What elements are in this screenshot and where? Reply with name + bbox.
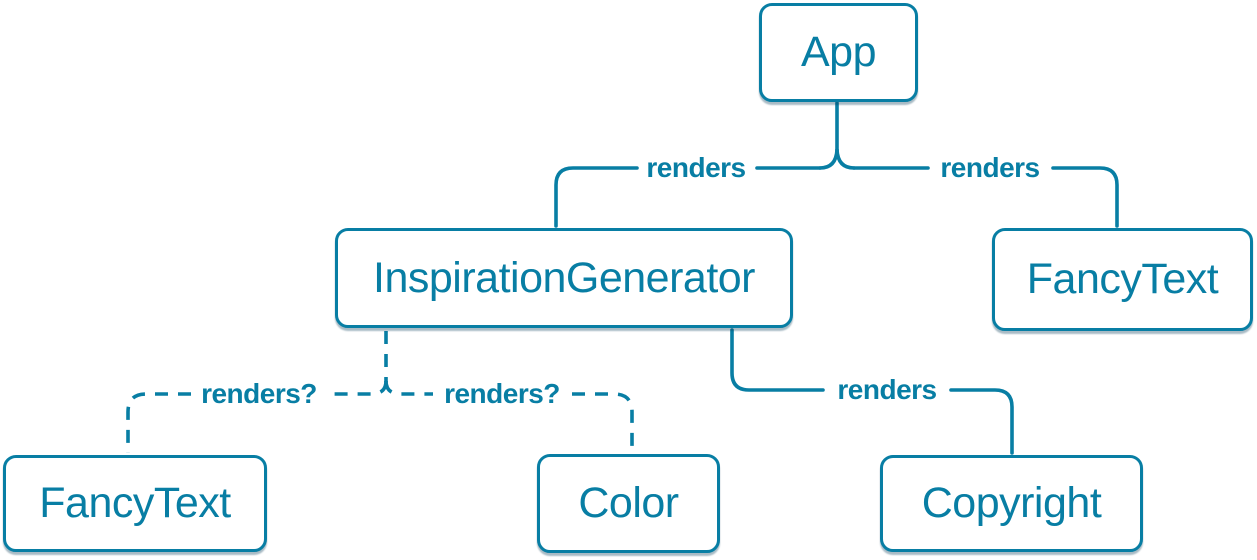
- node-copyright: Copyright: [880, 455, 1143, 552]
- edge-label-inspirationgenerator-to-copyright: renders: [837, 374, 937, 405]
- node-inspiration-generator-label: InspirationGenerator: [373, 253, 756, 302]
- edge-inspirationgenerator-to-copyright-left: [730, 328, 825, 392]
- node-fancy-text-top: FancyText: [992, 228, 1253, 331]
- edge-app-junction-left: [818, 148, 839, 170]
- edge-app-junction-right: [835, 148, 856, 170]
- node-fancy-text-bottom-label: FancyText: [39, 479, 231, 527]
- node-fancy-text-bottom: FancyText: [3, 455, 267, 552]
- edge-dashed-split-left: [330, 380, 388, 396]
- edge-label-app-to-inspirationgenerator: renders: [646, 152, 746, 183]
- edge-inspirationgenerator-to-copyright-right: [949, 388, 1014, 455]
- node-app: App: [759, 3, 918, 102]
- node-color-label: Color: [578, 479, 679, 527]
- edge-app-to-inspirationgenerator-left: [554, 166, 639, 228]
- node-inspiration-generator: InspirationGenerator: [335, 228, 793, 328]
- node-color: Color: [537, 454, 720, 553]
- edge-label-inspirationgenerator-to-color: renders?: [444, 378, 560, 409]
- node-fancy-text-top-label: FancyText: [1026, 255, 1219, 303]
- node-app-label: App: [800, 28, 877, 76]
- edge-dashed-split-right: [384, 380, 433, 396]
- edge-inspirationgenerator-to-color-right: [572, 392, 634, 452]
- edge-label-app-to-fancytext: renders: [940, 152, 1040, 183]
- edge-label-inspirationgenerator-to-fancytext: renders?: [201, 378, 317, 409]
- edge-app-to-fancytext-right: [1051, 166, 1119, 228]
- edge-inspirationgenerator-to-fancytext-left: [126, 392, 191, 453]
- node-copyright-label: Copyright: [921, 479, 1102, 527]
